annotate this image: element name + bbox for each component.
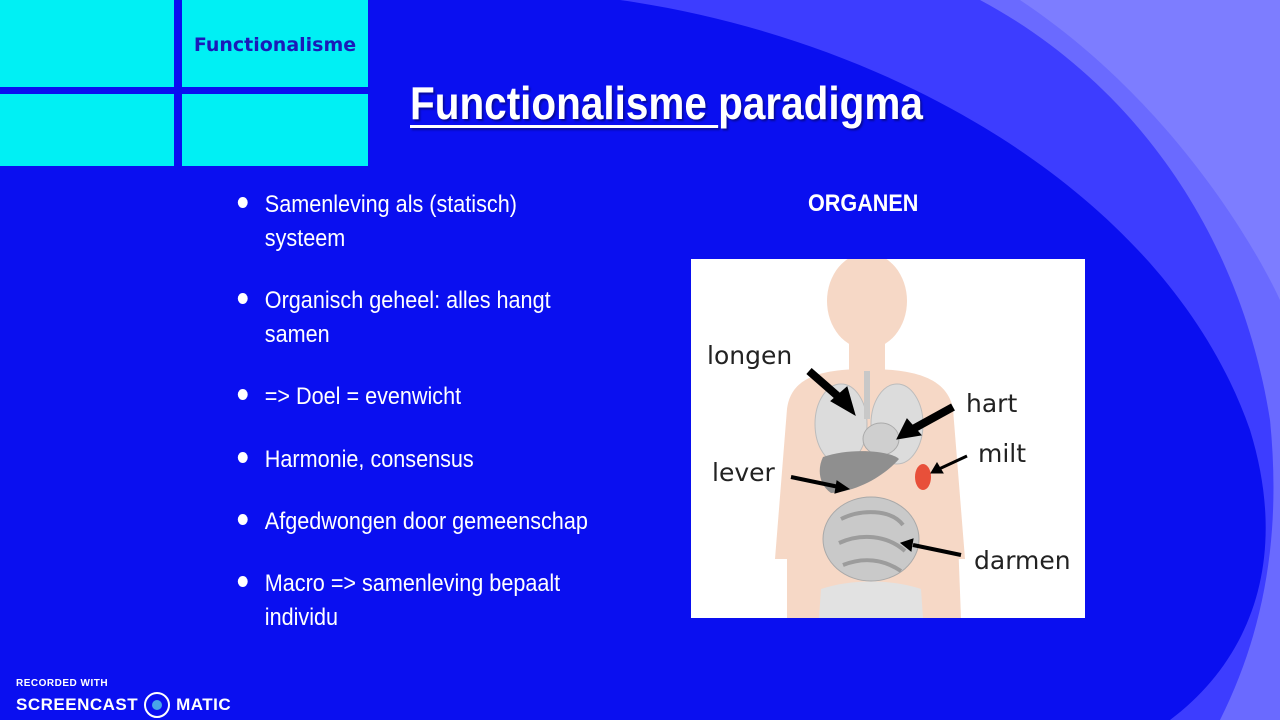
bullet-text: Organisch geheel: alles hangt xyxy=(264,287,551,314)
corner-tile-bottom-left xyxy=(0,94,174,166)
bullet-dot-icon xyxy=(237,514,248,525)
bullet-text-continued: samen xyxy=(264,321,330,348)
bullet-text-continued: systeem xyxy=(264,225,346,252)
corner-tag: Functionalisme xyxy=(193,34,357,56)
corner-tile-top-left xyxy=(0,0,174,87)
watermark-recorded-with: RECORDED WITH xyxy=(16,678,109,689)
bullet-item: Samenleving als (statisch) systeem xyxy=(236,188,596,256)
corner-tile-top-right xyxy=(182,0,368,87)
bullet-dot-icon xyxy=(237,197,248,208)
bullet-list: Samenleving als (statisch) systeem Organ… xyxy=(236,188,636,635)
watermark-brand-right: MATIC xyxy=(176,695,232,714)
corner-tile-bottom-right xyxy=(182,94,368,166)
bullet-dot-icon xyxy=(237,576,248,587)
bullet-dot-icon xyxy=(237,293,248,304)
bullet-item: => Doel = evenwicht xyxy=(236,380,596,414)
slide-title-part1: Functionalisme xyxy=(410,77,719,129)
bullet-text-continued: individu xyxy=(264,604,339,631)
label-darmen: darmen xyxy=(974,546,1071,575)
label-milt: milt xyxy=(978,439,1027,468)
bullet-item: Harmonie, consensus xyxy=(236,443,596,477)
bullet-item: Organisch geheel: alles hangt samen xyxy=(236,284,596,352)
record-icon xyxy=(144,692,171,718)
bullet-text: Afgedwongen door gemeenschap xyxy=(264,508,588,535)
bullet-item: Macro => samenleving bepaalt individu xyxy=(236,567,596,635)
screencast-watermark: RECORDED WITH SCREENCAST MATIC xyxy=(16,678,231,718)
watermark-brand: SCREENCAST MATIC xyxy=(16,692,231,718)
bullet-text: Harmonie, consensus xyxy=(264,446,474,473)
label-longen: longen xyxy=(707,341,793,370)
bullet-dot-icon xyxy=(237,452,248,463)
slide-title: Functionalisme paradigma xyxy=(410,76,923,130)
label-lever: lever xyxy=(712,458,775,487)
figure-heading: ORGANEN xyxy=(808,190,919,217)
slide-title-part2: paradigma xyxy=(718,77,923,129)
organs-figure: longen hart milt lever darmen xyxy=(691,259,1085,618)
bullet-text: Samenleving als (statisch) xyxy=(264,191,517,218)
label-hart: hart xyxy=(966,389,1018,418)
watermark-brand-left: SCREENCAST xyxy=(16,695,139,714)
bullet-text: => Doel = evenwicht xyxy=(264,383,462,410)
body-illustration xyxy=(775,259,968,618)
bullet-dot-icon xyxy=(237,389,248,400)
bullet-item: Afgedwongen door gemeenschap xyxy=(236,505,596,539)
bullet-text: Macro => samenleving bepaalt xyxy=(264,570,561,597)
